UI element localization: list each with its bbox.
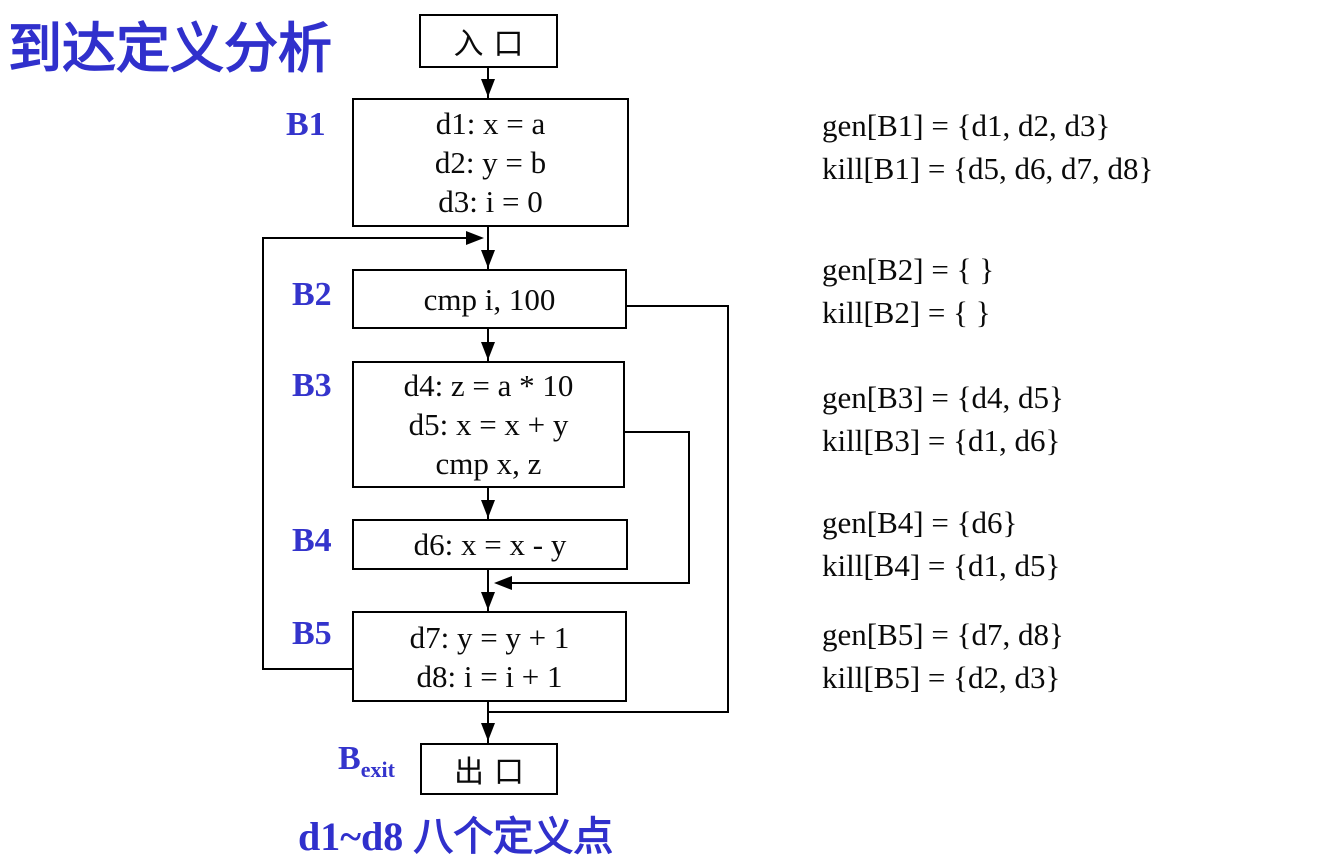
block-b5: d7: y = y + 1 d8: i = i + 1 xyxy=(352,611,627,702)
kill-b3: kill[B3] = {d1, d6} xyxy=(822,423,1061,458)
arrowhead-into-b4 xyxy=(481,500,495,518)
genkill-b2: gen[B2] = { } kill[B2] = { } xyxy=(822,248,994,334)
gen-b5: gen[B5] = {d7, d8} xyxy=(822,617,1064,652)
arrowhead-into-b1 xyxy=(481,79,495,97)
page-title: 到达定义分析 xyxy=(8,19,332,79)
genkill-b4: gen[B4] = {d6} kill[B4] = {d1, d5} xyxy=(822,501,1060,587)
entry-node-label: 入口 xyxy=(453,28,534,61)
block-label-b1: B1 xyxy=(286,106,326,143)
edge-b3-skip-to-b5 xyxy=(497,431,690,584)
exit-node: 出口 xyxy=(420,743,558,795)
block-label-b5: B5 xyxy=(292,615,332,652)
b1-stmt-d1: d1: x = a xyxy=(435,106,546,141)
arrowhead-into-b2 xyxy=(481,250,495,268)
exit-node-label: 出口 xyxy=(454,756,534,789)
block-label-b3: B3 xyxy=(292,367,332,404)
block-label-b4: B4 xyxy=(292,522,332,559)
genkill-b1: gen[B1] = {d1, d2, d3} kill[B1] = {d5, d… xyxy=(822,104,1153,190)
b5-stmt-d8: d8: i = i + 1 xyxy=(416,658,563,694)
b1-stmt-d3: d3: i = 0 xyxy=(438,184,543,219)
b3-stmt-cmp: cmp x, z xyxy=(435,446,542,481)
b3-stmt-d5: d5: x = x + y xyxy=(408,407,569,442)
gen-b1: gen[B1] = {d1, d2, d3} xyxy=(822,108,1111,143)
arrowhead-into-b3 xyxy=(481,342,495,360)
arrowhead-into-exit xyxy=(481,723,495,741)
arrowhead-backedge xyxy=(466,231,484,245)
b4-stmt-d6: d6: x = x - y xyxy=(413,527,567,562)
block-label-bexit: Bexit xyxy=(338,740,395,781)
genkill-b5: gen[B5] = {d7, d8} kill[B5] = {d2, d3} xyxy=(822,613,1064,699)
block-b4: d6: x = x - y xyxy=(352,519,628,570)
b5-stmt-d7: d7: y = y + 1 xyxy=(409,619,570,655)
arrowhead-skipedge xyxy=(494,576,512,590)
entry-node: 入口 xyxy=(419,14,558,68)
block-b2: cmp i, 100 xyxy=(352,269,627,329)
gen-b4: gen[B4] = {d6} xyxy=(822,505,1018,540)
edge-b5-back-to-b2 xyxy=(262,237,481,670)
edge-b2-to-exit xyxy=(489,305,729,713)
gen-b3: gen[B3] = {d4, d5} xyxy=(822,380,1064,415)
genkill-b3: gen[B3] = {d4, d5} kill[B3] = {d1, d6} xyxy=(822,376,1064,462)
kill-b2: kill[B2] = { } xyxy=(822,295,991,330)
kill-b1: kill[B1] = {d5, d6, d7, d8} xyxy=(822,151,1154,186)
b3-stmt-d4: d4: z = a * 10 xyxy=(403,368,574,403)
block-b1: d1: x = a d2: y = b d3: i = 0 xyxy=(352,98,629,227)
b2-stmt-cmp: cmp i, 100 xyxy=(423,281,556,317)
b1-stmt-d2: d2: y = b xyxy=(434,145,547,180)
kill-b4: kill[B4] = {d1, d5} xyxy=(822,548,1061,583)
definitions-caption: d1~d8 八个定义点 xyxy=(298,814,614,855)
block-b3: d4: z = a * 10 d5: x = x + y cmp x, z xyxy=(352,361,625,488)
block-label-b2: B2 xyxy=(292,276,332,313)
kill-b5: kill[B5] = {d2, d3} xyxy=(822,660,1061,695)
gen-b2: gen[B2] = { } xyxy=(822,252,995,287)
bexit-subscript: exit xyxy=(360,756,395,782)
bexit-base: B xyxy=(338,740,361,777)
arrowhead-into-b5 xyxy=(481,592,495,610)
